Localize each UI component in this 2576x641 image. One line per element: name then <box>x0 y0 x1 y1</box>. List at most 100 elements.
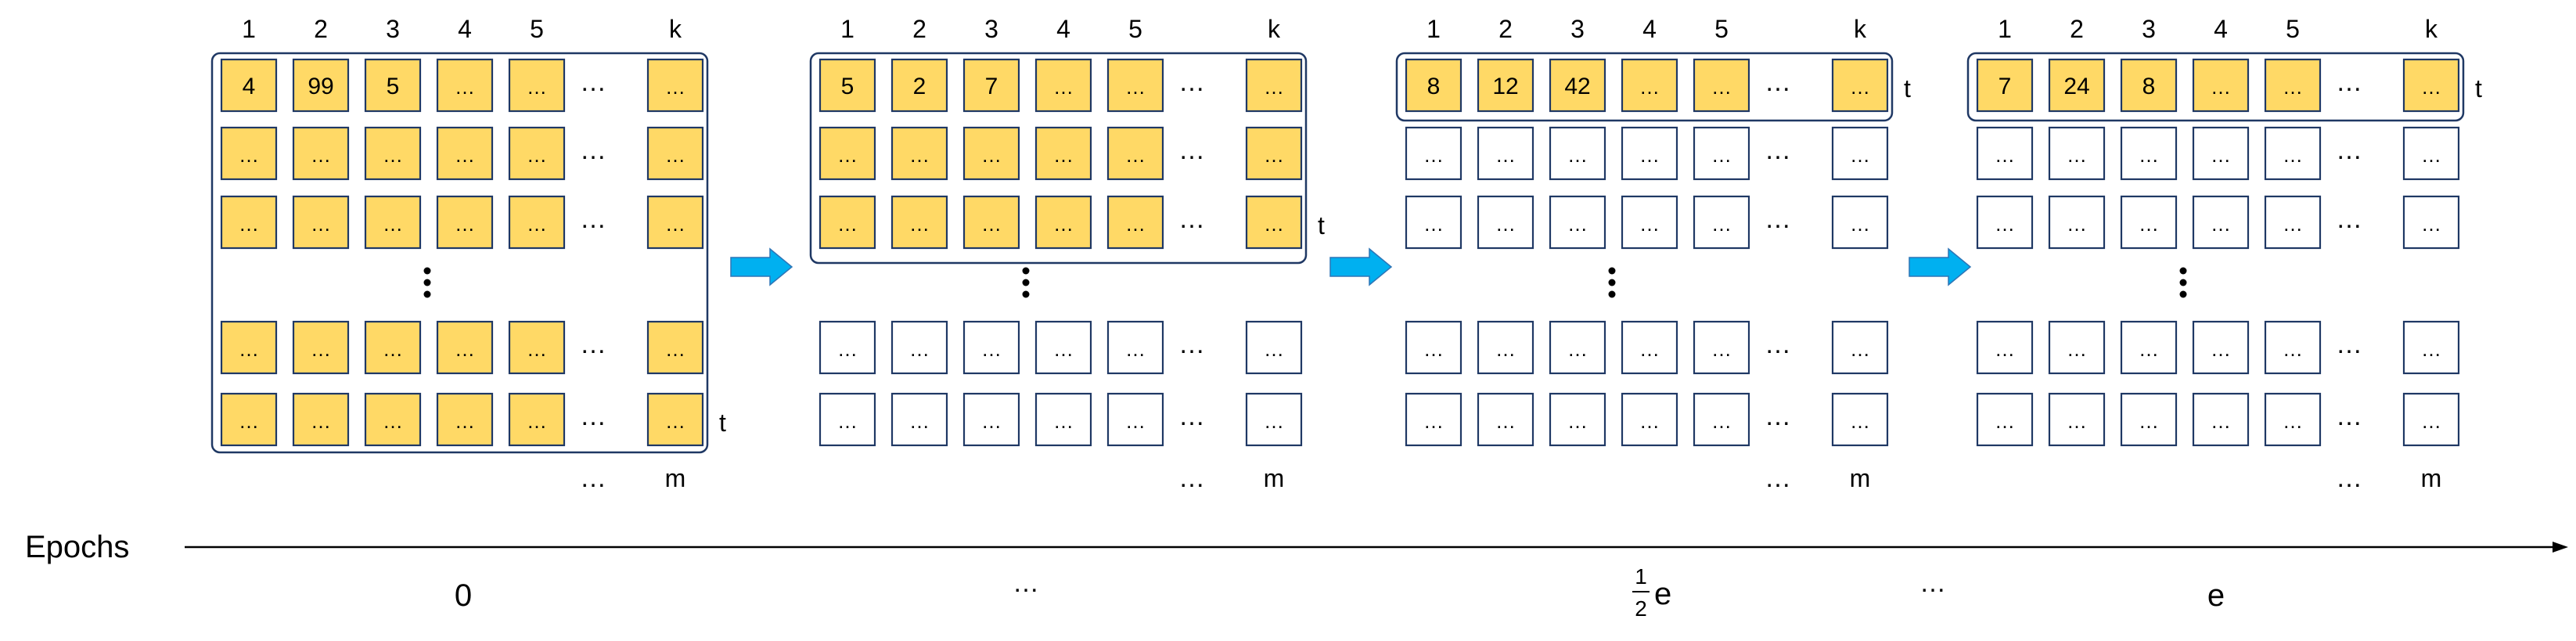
matrix-cell-value: … <box>1495 409 1516 433</box>
matrix-cell-value: … <box>2211 409 2231 433</box>
matrix-cell-value: … <box>1711 337 1732 361</box>
column-ellipsis: … <box>1765 204 1791 234</box>
matrix-cell <box>220 392 278 447</box>
row-end-label: m <box>665 464 686 492</box>
matrix-cell-value: … <box>2139 337 2159 361</box>
column-ellipsis: … <box>1178 402 1205 431</box>
matrix-cell <box>1245 58 1303 113</box>
matrix-cell <box>1034 58 1092 113</box>
column-label: k <box>1268 15 1281 43</box>
matrix-cell-value: … <box>665 212 685 236</box>
matrix-cell-value: … <box>239 409 259 433</box>
matrix-cell <box>1549 58 1606 113</box>
matrix-cell <box>1245 392 1303 447</box>
matrix-cell <box>2264 392 2322 447</box>
epoch-tick-label: e <box>1654 577 1671 611</box>
matrix-cell-value: 2 <box>913 74 926 99</box>
matrix-cell-value: … <box>2283 409 2303 433</box>
highlight-frame <box>809 52 1308 265</box>
matrix-cell-value: … <box>1495 337 1516 361</box>
axis-arrowhead <box>2553 542 2568 553</box>
matrix-cell-value: … <box>1423 409 1444 433</box>
matrix-cell <box>1976 320 2034 375</box>
matrix-cell-value: … <box>1053 212 1074 236</box>
matrix-cell-value: … <box>1125 409 1146 433</box>
column-ellipsis: … <box>1765 135 1791 165</box>
matrix-cell-value: … <box>2283 212 2303 236</box>
column-ellipsis: … <box>2336 204 2362 234</box>
matrix-cell-value: … <box>1711 75 1732 99</box>
matrix-cell <box>1106 392 1164 447</box>
matrix-cell-value: … <box>981 212 1002 236</box>
matrix-cell <box>1831 58 1889 113</box>
matrix-cell-value: … <box>455 337 475 361</box>
matrix-cell <box>1034 195 1092 250</box>
column-ellipsis: … <box>580 204 606 234</box>
matrix-cell <box>2192 126 2250 181</box>
matrix-cell <box>818 58 876 113</box>
matrix-cell <box>220 320 278 375</box>
column-ellipsis: … <box>580 402 606 431</box>
matrix-cell-value: … <box>239 143 259 167</box>
matrix-cell <box>1106 195 1164 250</box>
matrix-cell-value: … <box>2067 212 2087 236</box>
matrix-cell-value: … <box>1639 143 1660 167</box>
matrix-cell <box>1831 195 1889 250</box>
matrix-cell <box>2192 58 2250 113</box>
column-label: 4 <box>1056 15 1070 43</box>
matrix-cell <box>508 320 566 375</box>
matrix-cell-value: … <box>2421 337 2441 361</box>
matrix-cell <box>2402 195 2460 250</box>
column-ellipsis: … <box>1178 135 1205 165</box>
matrix-cell-value: … <box>2211 337 2231 361</box>
matrix-cell-value: … <box>2283 75 2303 99</box>
matrix-cell-value: … <box>1495 212 1516 236</box>
column-label: 4 <box>2214 15 2228 43</box>
matrix-cell <box>890 58 948 113</box>
highlight-frame <box>1395 52 1894 122</box>
matrix-cell <box>508 392 566 447</box>
matrix-cell <box>2120 126 2178 181</box>
matrix-cell-value: … <box>1125 75 1146 99</box>
matrix-cell <box>436 195 494 250</box>
arrows-layer <box>730 247 1972 286</box>
matrix-cell-value: … <box>527 409 547 433</box>
matrix-cell-value: … <box>665 143 685 167</box>
column-ellipsis: … <box>1178 204 1205 234</box>
matrix-cell-value: … <box>1053 337 1074 361</box>
matrix-cell <box>2264 126 2322 181</box>
matrix-cell <box>436 126 494 181</box>
column-label: 3 <box>984 15 998 43</box>
matrix-cell-value: … <box>239 212 259 236</box>
matrix-cell <box>2402 58 2460 113</box>
matrix-cell-value: … <box>2067 143 2087 167</box>
column-label: 1 <box>840 15 854 43</box>
matrix-cell-value: … <box>2283 143 2303 167</box>
matrix-cell <box>2192 320 2250 375</box>
matrix-cell-value: … <box>1567 212 1588 236</box>
matrix-cell <box>2048 392 2106 447</box>
matrix-cell <box>1831 126 1889 181</box>
matrix-cell-value: … <box>665 409 685 433</box>
matrix-cell-value: … <box>383 409 403 433</box>
row-end-label: m <box>2421 464 2442 492</box>
matrix-cell <box>1976 392 2034 447</box>
matrix-cell-value: … <box>1995 212 2015 236</box>
bottom-ellipsis: … <box>2336 463 2362 493</box>
column-label: 5 <box>2286 15 2300 43</box>
matrix-cell-value: … <box>2067 409 2087 433</box>
matrix-cell-value: … <box>1264 337 1284 361</box>
matrix-cell <box>436 320 494 375</box>
matrix-cell-value: … <box>1423 212 1444 236</box>
matrix-cell <box>2048 320 2106 375</box>
matrix-cell-value: … <box>1264 143 1284 167</box>
column-label: 2 <box>314 15 328 43</box>
column-ellipsis: … <box>1178 330 1205 359</box>
matrix-cell <box>1549 392 1606 447</box>
matrix-cell <box>818 195 876 250</box>
matrix-cell <box>1034 126 1092 181</box>
axis-label: Epochs <box>25 530 129 564</box>
